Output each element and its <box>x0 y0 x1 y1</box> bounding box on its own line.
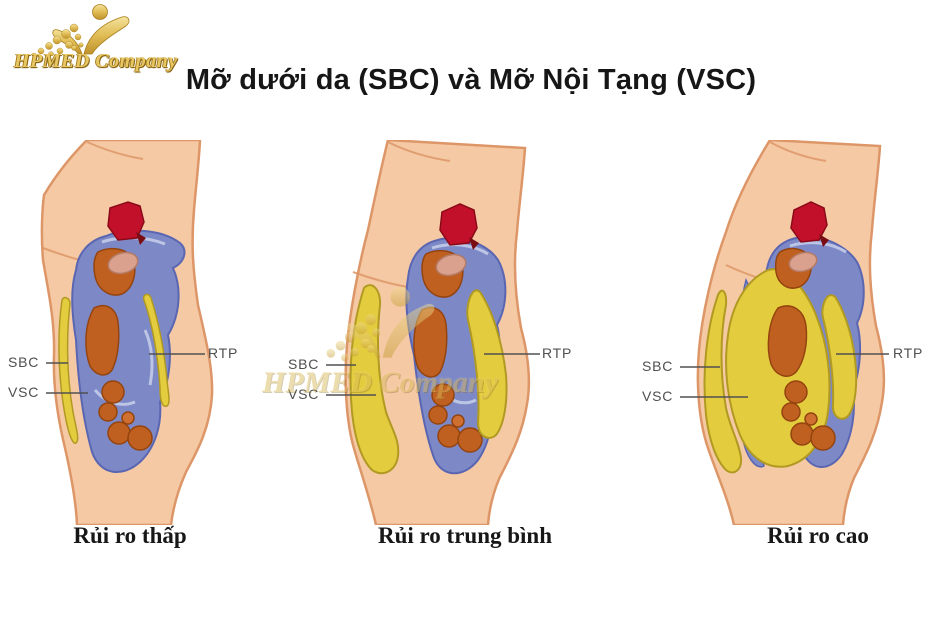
subcutaneous-fat-band <box>58 296 79 444</box>
page-title: Mỡ dưới da (SBC) và Mỡ Nội Tạng (VSC) <box>185 64 757 96</box>
leader-line-rtp-medium <box>484 353 540 355</box>
arm-crease-line <box>86 141 144 160</box>
label-vsc-medium: VSC <box>288 386 320 402</box>
panel-medium-risk <box>280 140 590 525</box>
panel-low-risk <box>10 140 290 525</box>
retroperitoneal-fat-band <box>821 294 858 420</box>
label-rtp-medium: RTP <box>542 345 573 361</box>
colon <box>413 306 448 378</box>
intestines <box>781 380 836 451</box>
intestines <box>98 380 153 451</box>
colon <box>85 304 120 376</box>
leader-line-rtp-low <box>149 353 205 355</box>
heart <box>107 201 145 241</box>
hpmed-logo: HPMED Company <box>8 2 188 80</box>
caption-high-risk: Rủi ro cao <box>767 523 869 548</box>
heart-shadow <box>136 232 146 245</box>
panel-high-risk <box>618 140 923 525</box>
leader-line-sbc-medium <box>326 364 356 366</box>
label-rtp-high: RTP <box>893 345 924 361</box>
heart-shadow <box>469 237 479 250</box>
heart-shadow <box>819 234 829 247</box>
stomach <box>788 251 818 273</box>
colon <box>767 305 808 377</box>
torso-illustration-low <box>40 140 214 525</box>
label-vsc-low: VSC <box>8 384 40 400</box>
torso-illustration-high <box>696 140 886 525</box>
leader-line-vsc-high <box>680 396 748 398</box>
caption-low-risk: Rủi ro thấp <box>73 523 187 548</box>
heart <box>790 201 828 243</box>
stomach <box>435 253 467 277</box>
label-sbc-high: SBC <box>642 358 674 374</box>
label-sbc-medium: SBC <box>288 356 320 372</box>
label-sbc-low: SBC <box>8 354 40 370</box>
torso-illustration-medium <box>344 140 531 525</box>
caption-medium-risk: Rủi ro trung bình <box>377 523 553 548</box>
stomach <box>107 251 139 275</box>
leader-line-vsc-medium <box>326 394 376 396</box>
retroperitoneal-fat-band <box>466 289 508 439</box>
retroperitoneal-fat-band <box>142 293 170 408</box>
label-rtp-low: RTP <box>208 345 239 361</box>
leader-line-rtp-high <box>836 353 889 355</box>
arm-crease-line <box>387 141 451 162</box>
hpmed-logo-text: HPMED Company <box>14 50 178 72</box>
arm-crease-line <box>769 141 827 162</box>
leader-line-vsc-low <box>46 392 88 394</box>
hpmed-person-dots-icon <box>31 4 130 56</box>
label-vsc-high: VSC <box>642 388 674 404</box>
leader-line-sbc-low <box>46 362 68 364</box>
leader-line-sbc-high <box>680 366 720 368</box>
heart <box>439 203 478 246</box>
intestines <box>428 383 483 453</box>
